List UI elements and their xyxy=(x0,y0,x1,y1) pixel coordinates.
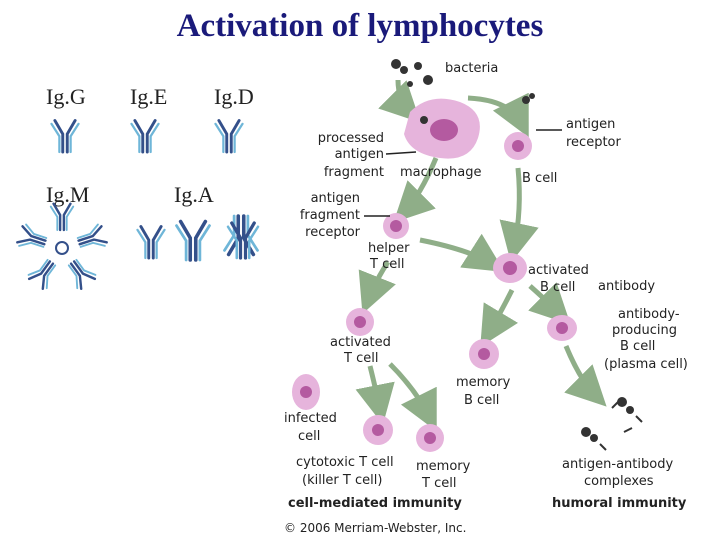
helper-label: helper xyxy=(368,241,410,256)
bacteria-icon xyxy=(391,59,535,104)
bacteria-label: bacteria xyxy=(445,61,498,76)
macrophage-label: macrophage xyxy=(400,165,482,180)
igg-antibody-icon xyxy=(49,118,81,154)
activated-b-cell xyxy=(493,253,527,283)
pointer-lines xyxy=(364,129,562,217)
antibody-producing-label-3: B cell xyxy=(620,339,655,354)
b-cell xyxy=(504,132,532,160)
copyright-label: © 2006 Merriam-Webster, Inc. xyxy=(284,521,466,535)
antigen-antibody-label-1: antigen-antibody xyxy=(562,457,673,472)
cytotoxic-label-1: cytotoxic T cell xyxy=(296,455,394,470)
memory-b-label-2: B cell xyxy=(464,393,499,408)
antigen-label: antigen xyxy=(335,147,384,162)
infected-label-2: cell xyxy=(298,429,320,444)
b-cell-label: B cell xyxy=(522,171,557,186)
antibody-producing-label-2: producing xyxy=(612,323,677,338)
antibody-producing-label-1: antibody- xyxy=(618,307,680,322)
memory-t-label-1: memory xyxy=(416,459,471,474)
antigen-antibody-complexes-icon xyxy=(581,397,643,451)
humoral-immunity-label: humoral immunity xyxy=(552,496,687,511)
page-title: Activation of lymphocytes xyxy=(176,8,544,44)
antigen-receptor-label-2: receptor xyxy=(566,135,622,150)
cytotoxic-t-cell xyxy=(363,415,393,445)
antigen-fragment-receptor-label-3: receptor xyxy=(305,225,361,240)
flow-arrows xyxy=(355,79,607,432)
activated-b-label-2: B cell xyxy=(540,280,575,295)
iga-label: Ig.A xyxy=(174,182,214,207)
helper-t-cell-label: T cell xyxy=(369,257,404,272)
iga-dimer-icon xyxy=(174,214,260,262)
memory-t-label-2: T cell xyxy=(421,476,456,491)
cell-mediated-immunity-label: cell-mediated immunity xyxy=(288,496,462,511)
infected-cell xyxy=(292,374,320,410)
antigen-fragment-receptor-label-2: fragment xyxy=(300,208,360,223)
activated-b-label-1: activated xyxy=(528,263,589,278)
ige-antibody-icon xyxy=(129,118,161,154)
macrophage-cell xyxy=(404,98,480,159)
activated-t-label-2: T cell xyxy=(343,351,378,366)
cytotoxic-label-2: (killer T cell) xyxy=(302,473,382,488)
igd-label: Ig.D xyxy=(214,84,254,109)
memory-b-cell xyxy=(469,339,499,369)
activated-t-label-1: activated xyxy=(330,335,391,350)
antibody-label: antibody xyxy=(598,279,655,294)
iga-monomer-icon xyxy=(135,224,167,260)
plasma-cell xyxy=(547,315,577,341)
fragment-label: fragment xyxy=(324,165,384,180)
infected-label-1: infected xyxy=(284,411,337,426)
igg-label: Ig.G xyxy=(46,84,86,109)
antigen-fragment-receptor-label-1: antigen xyxy=(311,191,360,206)
antigen-receptor-label-1: antigen xyxy=(566,117,615,132)
ige-label: Ig.E xyxy=(130,84,168,109)
memory-t-cell xyxy=(416,424,444,452)
igd-antibody-icon xyxy=(213,118,245,154)
activated-t-cell xyxy=(346,308,374,336)
antigen-antibody-label-2: complexes xyxy=(584,474,654,489)
igm-pentamer-icon xyxy=(14,202,110,293)
memory-b-label-1: memory xyxy=(456,375,511,390)
antibody-producing-label-4: (plasma cell) xyxy=(604,357,688,372)
processed-label: processed xyxy=(318,131,384,146)
helper-t-cell xyxy=(383,213,409,239)
